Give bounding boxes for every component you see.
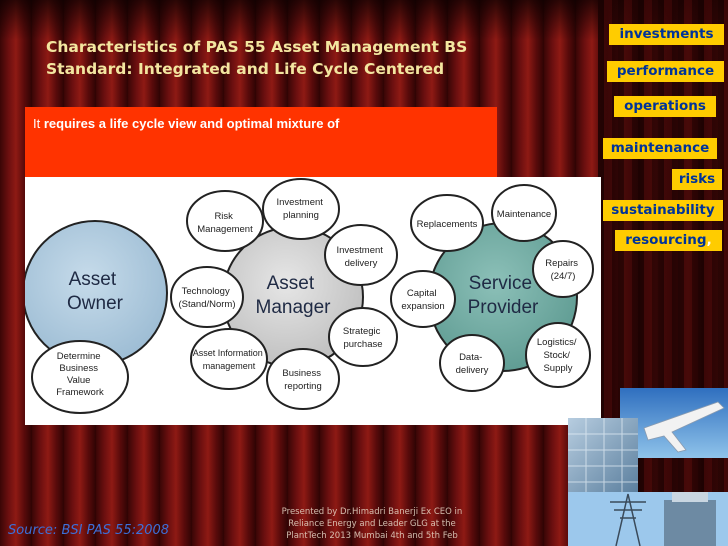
strategic-purchase-label: Strategic purchase (343, 326, 383, 350)
slide-title-line-1: Characteristics of PAS 55 Asset Manageme… (46, 38, 468, 56)
business-reporting-node (266, 348, 340, 410)
asset-information-node (190, 328, 268, 390)
tag-performance: performance (607, 61, 724, 82)
photo-collage (568, 388, 728, 546)
tag-resourcing-comma: , (706, 232, 712, 248)
slide-title-line-2: Standard: Integrated and Life Cycle Cent… (46, 60, 445, 78)
asset-information-label: Asset Information management (193, 348, 266, 371)
service-provider-label: Service Provider (468, 273, 539, 318)
intro-prefix: It (33, 116, 44, 131)
intro-box: It requires a life cycle view and optima… (25, 107, 497, 177)
asset-manager-label: Asset Manager (256, 273, 332, 318)
tag-investments: investments (609, 24, 724, 45)
collage-vessel-top (672, 492, 708, 502)
presenter-line-2: Reliance Energy and Leader GLG at the (288, 519, 456, 529)
tag-operations: operations (614, 96, 716, 117)
intro-bold: requires a life cycle view and optimal m… (43, 116, 340, 131)
strategic-purchase-node (328, 307, 398, 367)
slide-title: Characteristics of PAS 55 Asset Manageme… (46, 36, 526, 80)
airplane-icon (643, 401, 725, 453)
tag-maintenance: maintenance (603, 138, 717, 159)
asset-management-diagram: Asset Owner Determine Business Value Fra… (25, 177, 601, 425)
capital-expansion-label: Capital expansion (401, 288, 444, 312)
tag-resourcing: resourcing, (615, 230, 722, 251)
logistics-node (525, 322, 591, 388)
maintenance-label: Maintenance (497, 209, 551, 220)
investment-delivery-label: Investment delivery (336, 245, 385, 269)
replacements-label: Replacements (417, 219, 478, 230)
data-delivery-node (439, 334, 505, 392)
asset-owner-label: Asset Owner (67, 269, 124, 314)
replacements-node (410, 194, 484, 252)
presenter-line-3: PlantTech 2013 Mumbai 4th and 5th Feb (286, 531, 458, 541)
repairs-node (532, 240, 594, 298)
technology-node (170, 266, 244, 328)
technology-label: Technology (Stand/Norm) (178, 286, 235, 310)
presenter-credit: Presented by Dr.Himadri Banerji Ex CEO i… (232, 506, 512, 542)
investment-delivery-node (324, 224, 398, 286)
investment-planning-label: Investment planning (276, 197, 325, 221)
intro-text: It requires a life cycle view and optima… (25, 107, 497, 131)
determine-value-label: Determine Business Value Framework (56, 351, 104, 398)
collage-vessel (664, 500, 716, 546)
business-reporting-label: Business reporting (282, 368, 323, 392)
tag-resourcing-text: resourcing (625, 232, 707, 248)
capital-expansion-node (390, 270, 456, 328)
photo-collage-svg (568, 388, 728, 546)
tag-risks: risks (672, 169, 722, 190)
power-tower-icon (610, 493, 646, 546)
investment-planning-node (262, 178, 340, 240)
risk-management-label: Risk Management (197, 211, 253, 235)
tag-sustainability: sustainability (603, 200, 723, 221)
repairs-label: Repairs (24/7) (545, 258, 580, 282)
source-citation: Source: BSI PAS 55:2008 (8, 523, 170, 538)
maintenance-node (491, 184, 557, 242)
data-delivery-label: Data- delivery (456, 352, 489, 376)
determine-value-node (31, 340, 129, 414)
risk-management-node (186, 190, 264, 252)
logistics-label: Logistics/ Stock/ Supply (537, 337, 579, 374)
diagram-svg: Asset Owner Determine Business Value Fra… (25, 178, 594, 414)
collage-building (568, 418, 638, 492)
presenter-line-1: Presented by Dr.Himadri Banerji Ex CEO i… (281, 507, 463, 517)
